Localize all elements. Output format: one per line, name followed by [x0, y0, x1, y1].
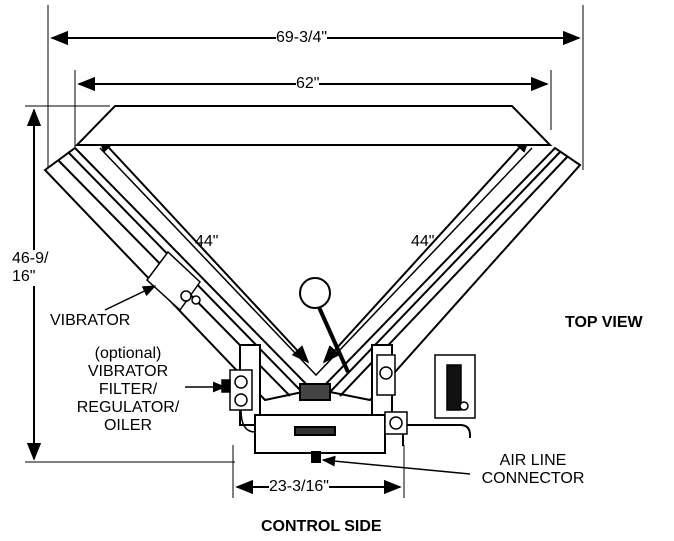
filter-callout-line-3: FILTER/ — [98, 381, 158, 398]
air-line-leader — [321, 455, 471, 475]
filter-callout-line-5: OILER — [103, 417, 152, 434]
air-line-callout-line-2: CONNECTOR — [481, 470, 585, 487]
vibrator-leader — [104, 285, 157, 311]
filter-callout-line-4: REGULATOR/ — [76, 399, 180, 416]
left-side-label: 44" — [195, 233, 219, 250]
dump-lever — [299, 277, 350, 373]
height-label-line-2: 16" — [12, 268, 36, 285]
extension-lines — [25, 5, 584, 498]
control-side-title: CONTROL SIDE — [261, 518, 382, 535]
right-side-label: 44" — [411, 233, 435, 250]
filter-regulator-oiler-callout: (optional) VIBRATOR FILTER/ REGULATOR/ O… — [68, 345, 188, 435]
vibrator-unit — [145, 250, 201, 312]
overall-width-label: 69-3/4" — [276, 29, 328, 47]
base-width-label: 23-3/16" — [269, 478, 329, 496]
height-label-line-1: 46-9/ — [12, 250, 49, 267]
top-view-title: TOP VIEW — [565, 314, 643, 331]
air-line-connector-callout: AIR LINE CONNECTOR — [478, 452, 588, 488]
vibrator-callout: VIBRATOR — [50, 312, 131, 329]
filter-callout-line-1: (optional) — [94, 345, 162, 362]
left-side-dim-line — [96, 134, 310, 364]
right-side-dim-line — [322, 134, 532, 364]
filter-callout-line-2: VIBRATOR — [87, 363, 169, 380]
air-regulators — [376, 354, 408, 435]
air-line-callout-line-1: AIR LINE — [499, 452, 567, 469]
air-line-assembly — [402, 354, 476, 446]
hopper-width-label: 62" — [296, 75, 320, 93]
height-label: 46-9/ 16" — [12, 250, 49, 286]
